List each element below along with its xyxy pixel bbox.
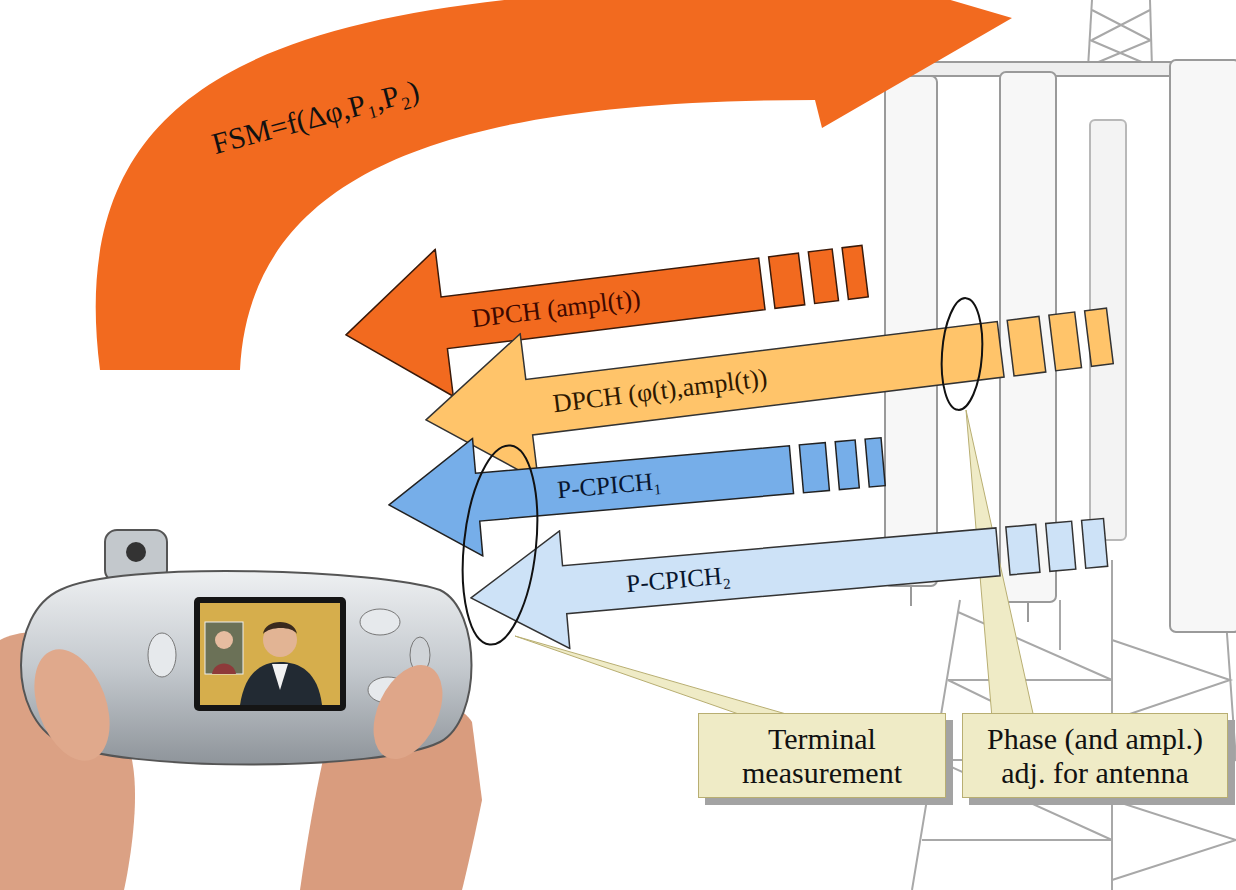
signal-dash [1007,316,1046,375]
callout-box: Terminal measurement [698,713,946,798]
callout-text: Terminal measurement [709,722,935,789]
callout-text: Phase (and ampl.) adj. for antenna [973,722,1217,789]
marker-ellipse [938,297,986,412]
signal-dash [1085,308,1114,366]
signal-dash [1006,524,1040,574]
arrow-body [384,411,797,564]
signal-dash [835,440,859,490]
formula-label: FSM=f(Δφ,P₁,P₂) [208,73,422,160]
arrow-body [466,493,1003,657]
marker-ellipse [454,442,547,648]
signal-dash [808,249,838,304]
callout-tail [515,636,800,718]
signal-dash [865,438,885,487]
signal-dash [1046,521,1076,571]
callout-box: Phase (and ampl.) adj. for antenna [962,713,1228,798]
signal-dash [799,443,829,493]
signal-dash [1049,312,1082,371]
signal-dash [1082,518,1108,568]
feedback-arrow [96,0,1012,370]
terminal-picture [0,530,482,890]
signal-dash [769,253,805,308]
signal-dash [842,245,868,299]
